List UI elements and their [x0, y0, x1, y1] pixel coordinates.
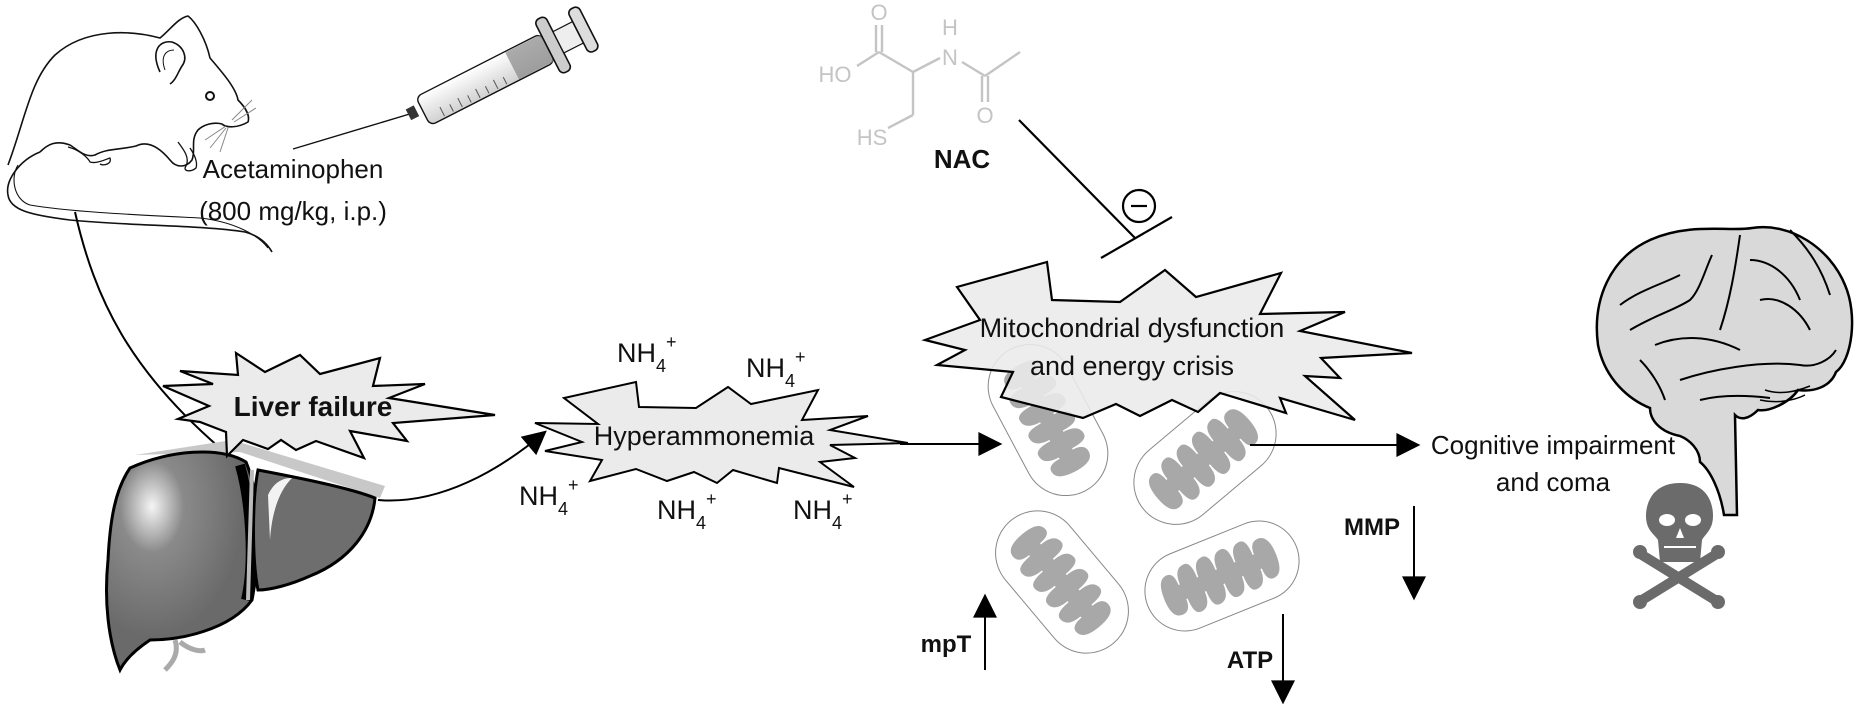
mouse-illustration [6, 15, 273, 253]
svg-text:NH4+: NH4+ [657, 489, 717, 533]
mitochondrion [995, 510, 1129, 654]
mitochondrial-dysfunction-burst [921, 260, 1413, 422]
mmp-label: MMP [1344, 514, 1400, 541]
drug-dose-label: (800 mg/kg, i.p.) [199, 196, 387, 226]
mpt-label: mpT [921, 631, 972, 658]
ammonium-ion: NH4+ [793, 489, 853, 533]
brain-illustration [1595, 225, 1854, 517]
drug-name-label: Acetaminophen [203, 154, 384, 184]
ammonium-ion: NH4+ [657, 489, 717, 533]
svg-text:NH4+: NH4+ [617, 332, 677, 376]
atp-label: ATP [1227, 647, 1273, 674]
needle [292, 112, 414, 150]
nac-atom-hs: HS [857, 125, 888, 150]
ammonium-ion: NH4+ [519, 475, 579, 519]
nac-inhibition-connector [1018, 119, 1173, 259]
nac-atom-o-bottom: O [976, 103, 993, 128]
mitochondria-cluster [987, 343, 1300, 654]
syringe-illustration [292, 6, 599, 150]
svg-text:NH4+: NH4+ [519, 475, 579, 519]
mitochondrial-dysfunction-label-line2: and energy crisis [1030, 351, 1234, 381]
mitochondrion [1144, 520, 1300, 632]
ammonium-ion: NH4+ [617, 332, 677, 376]
hyperammonemia-burst [534, 380, 909, 488]
skull-crossbones-icon [1633, 483, 1725, 609]
liver-to-hyperammonemia-arrow [377, 430, 547, 502]
outcome-label-line2: and coma [1496, 467, 1611, 497]
nac-atom-ho: HO [819, 62, 852, 87]
nac-atom-o-top: O [870, 0, 887, 25]
liver-illustration [105, 440, 385, 674]
nac-atom-n: N [942, 45, 958, 70]
liver-failure-label: Liver failure [234, 391, 393, 422]
nac-atom-h: H [942, 15, 958, 40]
outcome-label-line1: Cognitive impairment [1431, 430, 1676, 460]
hyperammonemia-label: Hyperammonemia [594, 421, 816, 451]
svg-text:NH4+: NH4+ [746, 347, 806, 391]
ammonium-ion: NH4+ [746, 347, 806, 391]
nac-chemical-structure [856, 25, 1021, 130]
nac-label: NAC [934, 144, 991, 174]
mitochondrial-dysfunction-label-line1: Mitochondrial dysfunction [980, 313, 1285, 343]
svg-text:NH4+: NH4+ [793, 489, 853, 533]
liver-failure-burst [162, 350, 496, 460]
